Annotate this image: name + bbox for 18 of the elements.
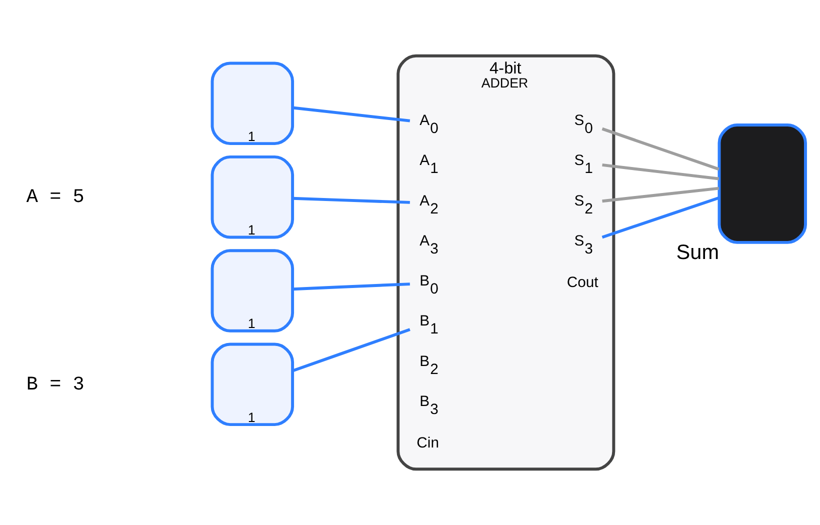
connector [292,282,410,291]
node-box: 1 [210,155,294,239]
node-text: Cin [416,436,439,452]
label: A = 5 [26,186,84,208]
node-box: 1 [210,249,294,332]
node-box: 1 [210,62,294,146]
node-box [718,123,807,244]
connector [292,106,410,122]
connector [602,196,720,239]
connector [292,328,410,372]
node-text: Cout [566,275,598,292]
label: B = 3 [26,373,84,396]
node-box: 1 [210,342,294,426]
connector [602,163,720,180]
connector [292,196,410,204]
connector [602,186,720,203]
connector [602,127,720,171]
node-label: Sum [676,241,720,264]
